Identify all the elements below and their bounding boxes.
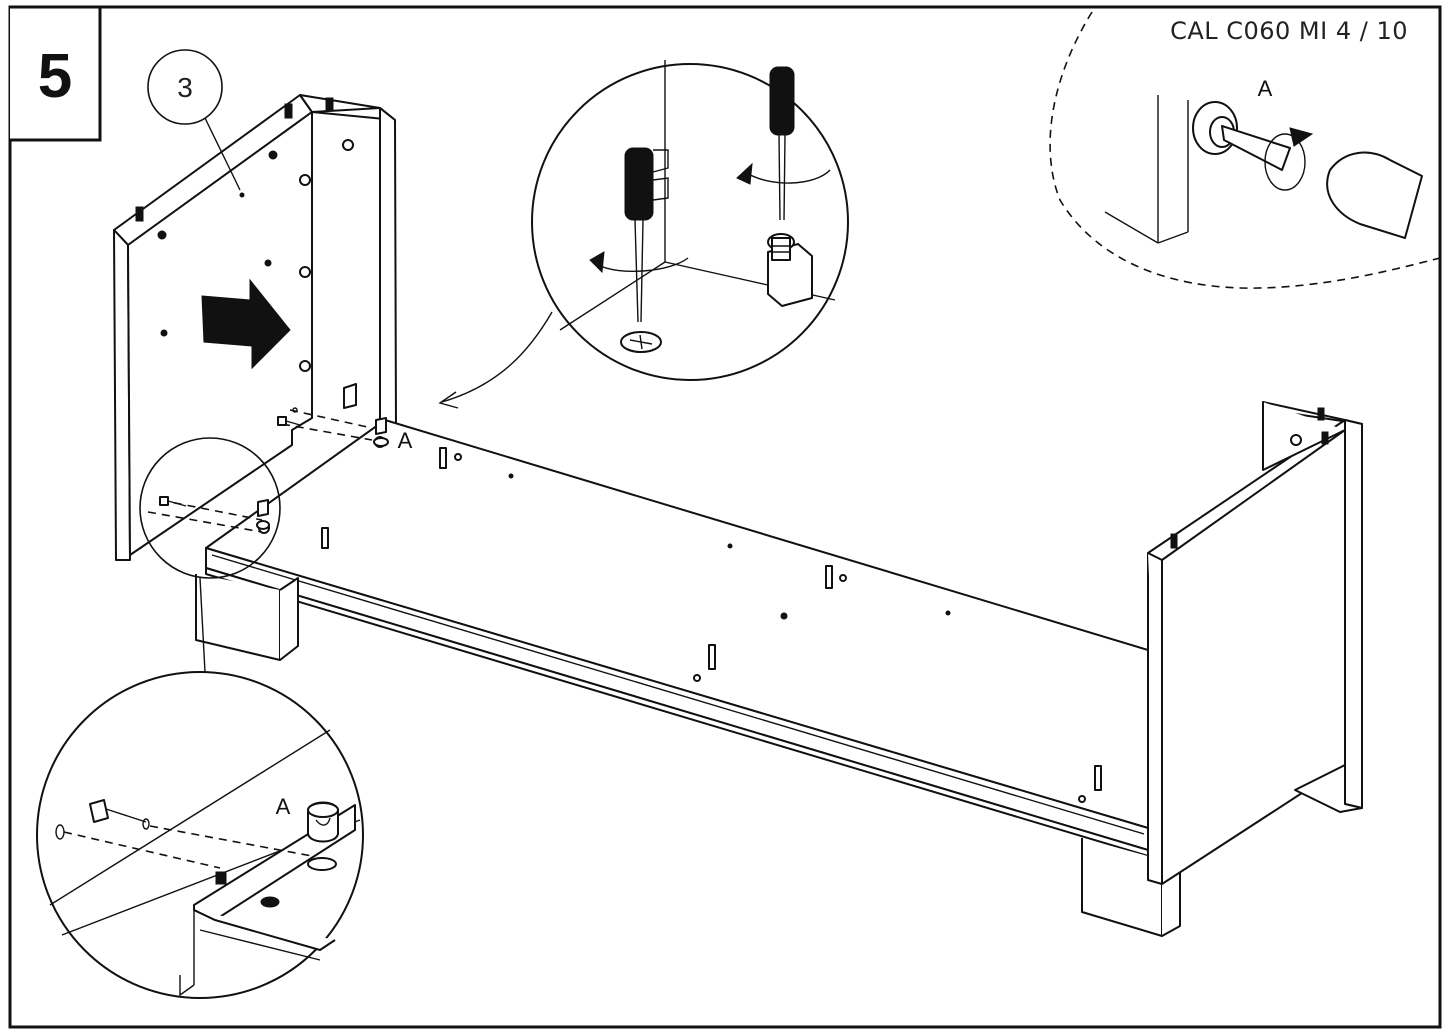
part-callout: 3 [147,49,241,191]
zoom-circle-top [438,60,849,409]
step-number: 5 [38,42,72,111]
document-code: CAL C060 MI 4 / 10 [1170,17,1408,45]
fitting-label-zoom: A [276,794,291,819]
part-number: 3 [177,72,193,103]
base-shelf [205,419,1149,857]
rotate-arrow-icon [1264,127,1314,191]
zoom-circle-bottom: A [36,671,364,999]
side-panel-left [113,94,397,561]
side-panel-right [1147,401,1363,885]
fitting-label-detail: A [1258,76,1273,101]
panel-holes [157,139,354,372]
arrow-right-icon [201,278,291,370]
screwdriver-icon [769,66,795,221]
detail-bubble-screwdriver: A [1049,11,1441,289]
step-number-box: 5 [10,5,102,142]
screwdriver-icon [1221,125,1423,239]
magnifier-circle-small [139,437,281,673]
joint-fittings-main: A [147,407,413,533]
page-frame [8,5,1442,1029]
fitting-label-main: A [398,428,413,453]
